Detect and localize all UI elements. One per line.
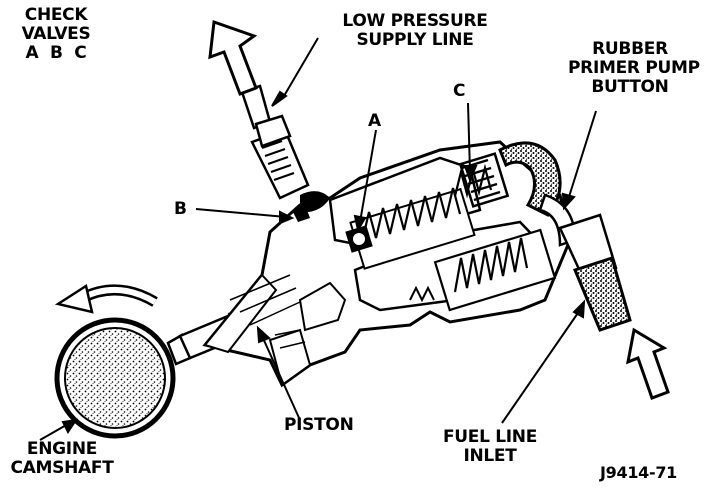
low-pressure-line-1: LOW PRESSURE xyxy=(342,11,488,31)
engine-line-1: ENGINE xyxy=(26,439,98,459)
check-valve-c xyxy=(458,152,510,208)
fuel-line-1: FUEL LINE xyxy=(442,427,538,447)
rubber-primer-pump-button-label: RUBBER PRIMER PUMP BUTTON xyxy=(568,39,700,97)
valve-b-label: B xyxy=(174,199,187,219)
valve-c-label: C xyxy=(453,81,466,101)
piston-label: PISTON xyxy=(284,415,354,435)
fuel-inlet-hose xyxy=(558,213,632,332)
rubber-line-2: PRIMER PUMP xyxy=(568,58,700,78)
fuel-line-2: INLET xyxy=(463,446,517,466)
outlet-fitting xyxy=(240,84,330,222)
upper-spring xyxy=(349,163,493,270)
low-pressure-supply-line-label: LOW PRESSURE SUPPLY LINE xyxy=(330,12,500,50)
fuel-line-inlet-label: FUEL LINE INLET xyxy=(432,428,548,466)
figure-code: J9414-71 xyxy=(600,463,677,482)
arrow-up-icon xyxy=(626,327,670,400)
lower-spring xyxy=(409,228,557,312)
check-valves-title: CHECK VALVES A B C xyxy=(10,6,102,63)
engine-camshaft-label: ENGINE CAMSHAFT xyxy=(0,440,124,478)
arrow-up-left-icon xyxy=(208,19,258,96)
curved-arrow-left-icon xyxy=(54,283,158,314)
rubber-line-3: BUTTON xyxy=(591,77,669,97)
check-valve-a xyxy=(345,225,373,253)
engine-line-2: CAMSHAFT xyxy=(10,458,114,478)
check-valves-line-3: A B C xyxy=(25,43,87,63)
check-valves-line-2: VALVES xyxy=(21,24,91,44)
engine-camshaft xyxy=(54,317,176,439)
valve-a-label: A xyxy=(368,111,381,131)
low-pressure-line-2: SUPPLY LINE xyxy=(356,30,474,50)
leader-lines xyxy=(39,37,597,441)
check-valves-line-1: CHECK xyxy=(24,5,88,25)
rubber-line-1: RUBBER xyxy=(592,39,668,59)
